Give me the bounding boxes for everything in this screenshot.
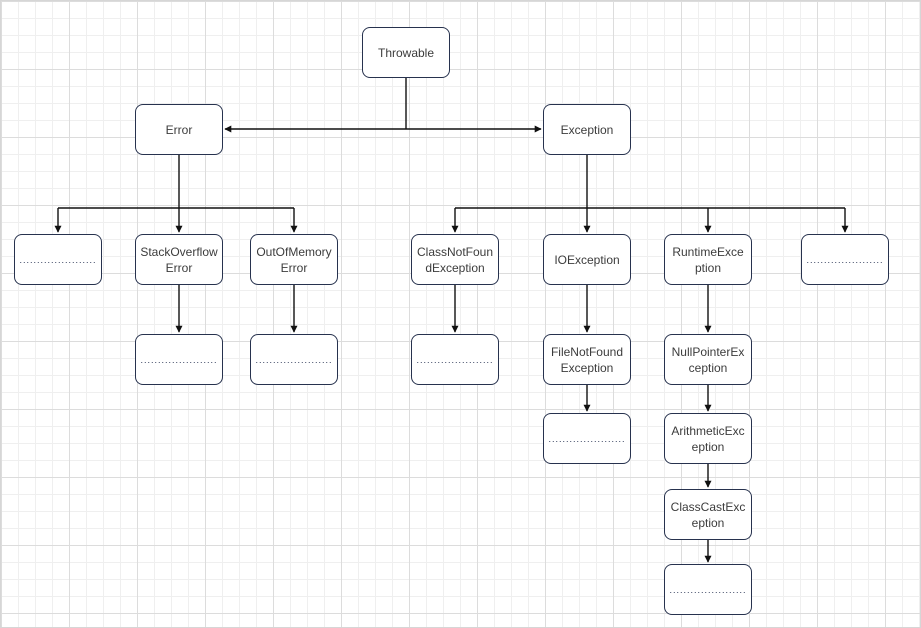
node-out-of-memory-error[interactable]: OutOfMemoryError [250,234,338,285]
node-class-not-found-child-placeholder[interactable]: ...................... [411,334,499,385]
node-label: ClassCastException [670,499,746,530]
node-file-not-found-child-placeholder[interactable]: ...................... [543,413,631,464]
node-label-ellipsis: ...................... [19,254,97,265]
node-label: StackOverflowError [140,244,218,275]
node-label: IOException [554,252,620,267]
node-class-not-found-exception[interactable]: ClassNotFoundException [411,234,499,285]
node-label: FileNotFoundException [550,344,624,375]
node-file-not-found-exception[interactable]: FileNotFoundException [543,334,631,385]
node-label: RuntimeException [672,244,744,275]
node-label-ellipsis: ...................... [140,354,218,365]
node-error[interactable]: Error [135,104,223,155]
node-class-cast-exception[interactable]: ClassCastException [664,489,752,540]
node-error-child-placeholder[interactable]: ...................... [14,234,102,285]
node-label-ellipsis: ...................... [548,433,626,444]
node-label: Throwable [377,45,435,60]
node-label-ellipsis: ...................... [416,354,494,365]
node-label: Error [165,122,193,137]
node-label-ellipsis: ...................... [669,584,747,595]
node-exception-child-placeholder[interactable]: ...................... [801,234,889,285]
node-label: ArithmeticException [671,423,745,454]
node-label-ellipsis: ...................... [806,254,884,265]
node-arithmetic-exception[interactable]: ArithmeticException [664,413,752,464]
node-class-cast-child-placeholder[interactable]: ...................... [664,564,752,615]
node-label: ClassNotFoundException [416,244,494,275]
node-exception[interactable]: Exception [543,104,631,155]
node-label: NullPointerException [671,344,745,375]
node-null-pointer-exception[interactable]: NullPointerException [664,334,752,385]
node-stack-overflow-error[interactable]: StackOverflowError [135,234,223,285]
node-throwable[interactable]: Throwable [362,27,450,78]
node-label: Exception [560,122,614,137]
node-io-exception[interactable]: IOException [543,234,631,285]
node-label-ellipsis: ...................... [255,354,333,365]
node-out-of-memory-child-placeholder[interactable]: ...................... [250,334,338,385]
node-label: OutOfMemoryError [256,244,332,275]
node-stack-overflow-child-placeholder[interactable]: ...................... [135,334,223,385]
node-runtime-exception[interactable]: RuntimeException [664,234,752,285]
